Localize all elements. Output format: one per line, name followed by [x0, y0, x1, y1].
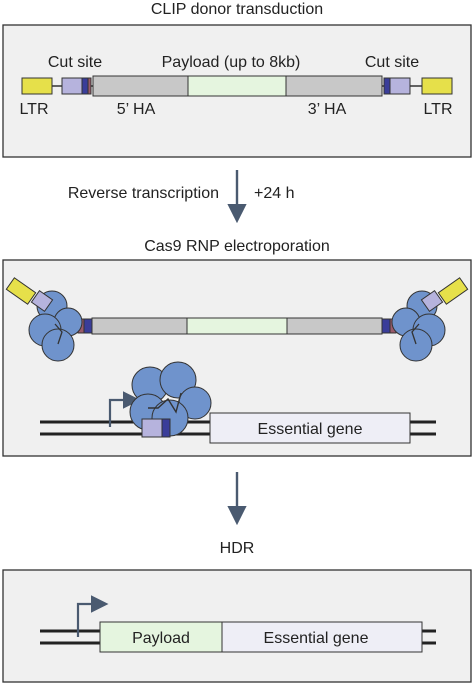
reverse-transcription-label: Reverse transcription — [68, 185, 219, 202]
cut-site-left-pam — [81, 77, 89, 95]
cut-site-left-label: Cut site — [48, 54, 102, 71]
step3-title: HDR — [220, 540, 255, 557]
promoter-arrow-edited — [76, 595, 109, 637]
payload-label: Payload — [132, 630, 190, 647]
ha5-label: 5’ HA — [117, 101, 156, 118]
ltr-left-label: LTR — [19, 101, 48, 118]
step1-title: CLIP donor transduction — [151, 1, 323, 18]
essential-gene-label: Essential gene — [258, 421, 363, 438]
cut-site-right-label: Cut site — [365, 54, 419, 71]
donor-construct — [21, 75, 453, 97]
cut-site-right-pam — [383, 77, 391, 95]
edited-locus: Payload Essential gene — [40, 595, 436, 653]
payload-size-label: Payload (up to 8kb) — [162, 54, 301, 71]
ha3-label: 3’ HA — [308, 101, 347, 118]
cas9-rnp-left — [5, 277, 83, 362]
cut-site-left-edge — [87, 77, 92, 95]
ltr-left — [21, 77, 53, 95]
ltr-right — [421, 77, 453, 95]
ltr-right-label: LTR — [423, 101, 452, 118]
homology-arm-5 — [92, 75, 189, 97]
genomic-locus: Essential gene — [40, 361, 436, 444]
essential-gene-label-edited: Essential gene — [264, 630, 369, 647]
cas9-at-locus — [129, 361, 212, 437]
linear-donor — [77, 317, 397, 335]
time-label: +24 h — [254, 185, 294, 202]
homology-arm-3 — [285, 75, 383, 97]
cut-site-right — [389, 77, 411, 95]
payload-box — [99, 621, 223, 653]
payload-segment — [187, 75, 287, 97]
cut-site-left — [61, 77, 83, 95]
essential-gene-box-edited — [221, 621, 423, 653]
essential-gene-box — [209, 412, 411, 444]
genomic-cut-site-pam — [161, 418, 171, 438]
cas9-rnp-right — [391, 277, 469, 362]
promoter-arrow — [108, 391, 141, 427]
genomic-cut-site — [141, 418, 163, 438]
step2-title: Cas9 RNP electroporation — [144, 238, 330, 255]
